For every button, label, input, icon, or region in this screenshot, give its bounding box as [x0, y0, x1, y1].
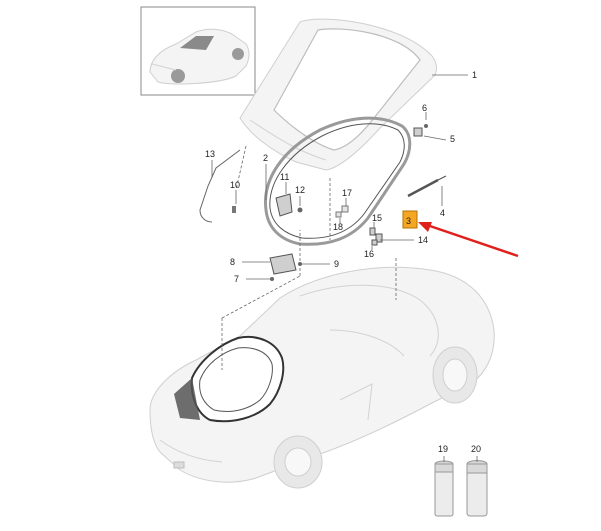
callout-12: 12: [295, 185, 305, 195]
screw-part-7[interactable]: [270, 277, 274, 281]
cylinder-part-19[interactable]: [434, 460, 454, 517]
callout-9: 9: [334, 259, 339, 269]
buffer-part-18[interactable]: [335, 211, 342, 218]
callout-8: 8: [230, 257, 235, 267]
clip-part-15[interactable]: [369, 227, 376, 236]
callout-15: 15: [372, 213, 382, 223]
callout-20: 20: [471, 444, 481, 454]
callout-17: 17: [342, 188, 352, 198]
callout-10: 10: [230, 180, 240, 190]
clip-part-10[interactable]: [232, 206, 236, 213]
callout-7: 7: [234, 274, 239, 284]
latch-part-8[interactable]: [269, 253, 297, 275]
nut-part-6[interactable]: [424, 124, 428, 128]
cable-part-13[interactable]: [199, 149, 241, 223]
callout-5: 5: [450, 134, 455, 144]
callout-18: 18: [333, 222, 343, 232]
callout-1: 1: [472, 70, 477, 80]
clip-part-16[interactable]: [371, 239, 378, 246]
buffer-part-17[interactable]: [341, 205, 349, 213]
callout-2: 2: [263, 153, 268, 163]
clip-part-14[interactable]: [375, 233, 383, 243]
rear-lid-part[interactable]: [239, 18, 437, 171]
callout-3: 3: [406, 216, 411, 226]
pointer-arrow: [418, 222, 519, 258]
callout-4: 4: [440, 208, 445, 218]
callout-16: 16: [364, 249, 374, 259]
callout-19: 19: [438, 444, 448, 454]
cylinder-part-20[interactable]: [466, 460, 488, 517]
bracket-part-5[interactable]: [413, 127, 423, 137]
callout-labels: 1 2 3 4 5 6 7 8 9 10 11 12 13 14 15 16 1…: [205, 70, 481, 454]
gas-strut-part[interactable]: [407, 175, 447, 198]
highlight-part-3[interactable]: [402, 210, 418, 229]
callout-6: 6: [422, 103, 427, 113]
hinge-part-11[interactable]: [275, 193, 293, 217]
bolt-part-12[interactable]: [297, 207, 303, 213]
callout-14: 14: [418, 235, 428, 245]
callout-13: 13: [205, 149, 215, 159]
car-body: [149, 266, 495, 489]
thumbnail-inset[interactable]: [140, 6, 256, 96]
leader-lines: [211, 74, 478, 462]
callout-11: 11: [280, 172, 289, 182]
